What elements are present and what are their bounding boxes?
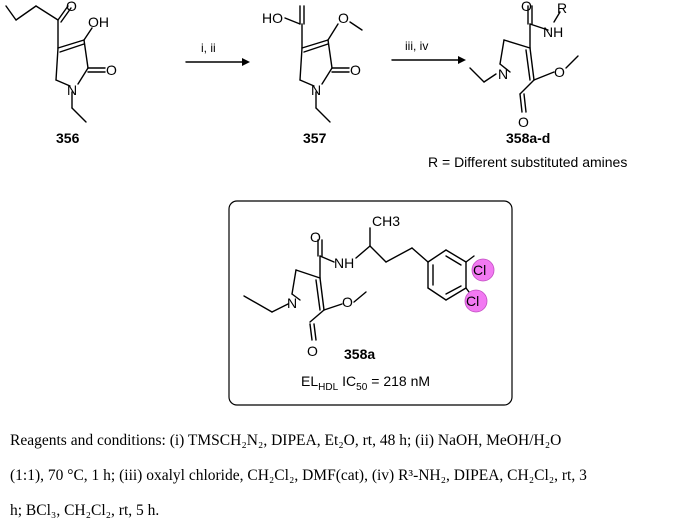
- arrow-1-reagents: i, ii: [201, 41, 216, 55]
- atom-n-357: N: [311, 82, 321, 98]
- atom-ketone-o-356: O: [66, 0, 77, 14]
- atom-n-356: N: [67, 82, 77, 98]
- atom-amide-o-358: O: [521, 0, 532, 14]
- atom-ome-o-357: O: [338, 10, 349, 26]
- atom-n-358: N: [498, 66, 508, 82]
- compound-358a-structure: [243, 227, 475, 341]
- chlorine-highlight-2: [464, 289, 488, 313]
- atom-lactam-o-357: O: [350, 62, 361, 78]
- atom-oh-356: OH: [88, 14, 109, 30]
- arrow-2-reagents: iii, iv: [405, 39, 428, 53]
- atom-ome-o-358: O: [554, 64, 565, 80]
- caption-line-1: Reagents and conditions: (i) TMSCH₂N₂, D…: [10, 432, 562, 449]
- atom-amide-o-358a: O: [310, 229, 321, 245]
- compound-label-358a: 358a: [344, 346, 375, 362]
- chlorine-highlight-1: [471, 258, 495, 282]
- caption-line-3: h; BCl₃, CH₂Cl₂, rt, 5 h.: [10, 502, 160, 519]
- atom-lactam-o-358a: O: [307, 343, 318, 359]
- atom-nh-358a: NH: [334, 255, 354, 271]
- reaction-scheme: O OH O N 356 i, ii HO O O N 357 iii, iv: [5, 0, 627, 406]
- atom-lactam-o-356: O: [106, 62, 117, 78]
- arrowhead-2: [458, 56, 466, 64]
- compound-label-357: 357: [303, 130, 327, 146]
- atom-ho-357: HO: [262, 10, 283, 26]
- atom-ch3-358a: CH3: [372, 213, 400, 229]
- compound-357-structure: [284, 5, 363, 123]
- atom-cl-2-358a: Cl: [466, 293, 479, 309]
- highlight-box: [228, 200, 513, 406]
- atom-cl-1-358a: Cl: [473, 262, 486, 278]
- atom-lactam-o-358: O: [518, 114, 529, 130]
- atom-n-358a: N: [287, 295, 297, 311]
- compound-label-356: 356: [56, 130, 80, 146]
- compound-label-358a-d: 358a-d: [506, 130, 550, 146]
- caption-line-2: (1:1), 70 °C, 1 h; (iii) oxalyl chloride…: [10, 467, 587, 484]
- atom-r-358: R: [557, 0, 567, 16]
- atom-ome-o-358a: O: [342, 294, 353, 310]
- compound-356-structure: [5, 5, 106, 123]
- reaction-conditions-caption: Reagents and conditions: (i) TMSCH₂N₂, D…: [10, 423, 678, 528]
- r-group-note: R = Different substituted amines: [428, 154, 627, 170]
- atom-nh-358: NH: [543, 24, 563, 40]
- compound-358-structure: [469, 5, 579, 113]
- arrowhead-1: [242, 58, 250, 66]
